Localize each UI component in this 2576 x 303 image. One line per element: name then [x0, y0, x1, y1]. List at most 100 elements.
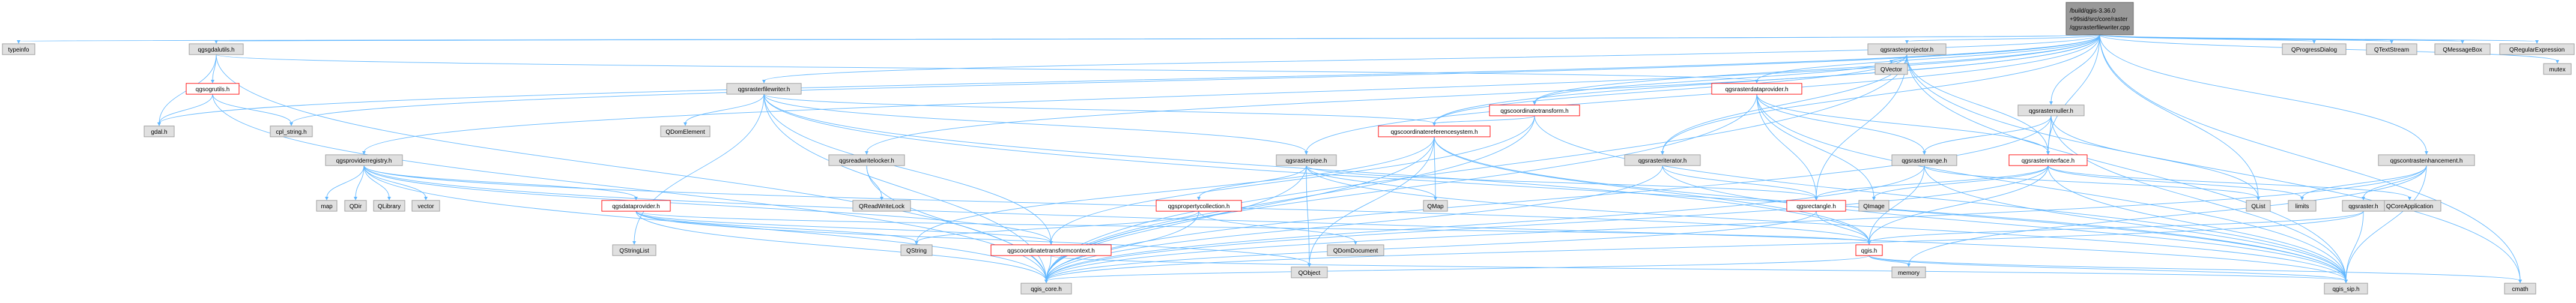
- arrowhead-qgsrasterprojector-to-qgscoordinatereferencesystem: [1432, 122, 1436, 126]
- node-label: QDomElement: [665, 129, 705, 136]
- arrowhead-root-to-mutex: [2556, 60, 2559, 64]
- node-label: qgscoordinatereferencesystem.h: [1390, 129, 1477, 136]
- node-qstringlist[interactable]: QStringList: [612, 244, 656, 256]
- node-label: QList: [2251, 203, 2265, 210]
- node-qvector[interactable]: QVector: [1874, 63, 1908, 75]
- edge-qgscoordinatereferencesystem-to-qobject: [1309, 136, 1435, 265]
- node-cpl_string[interactable]: cpl_string.h: [270, 125, 313, 137]
- edge-qgsproviderregistry-to-qgscoordinatetransformcontext: [363, 165, 1052, 243]
- node-box: [1276, 154, 1337, 166]
- node-qgsogrutils[interactable]: qgsogrutils.h: [186, 83, 240, 95]
- node-box: [1156, 200, 1242, 212]
- arrowhead-qgis-to-cmath: [2518, 280, 2522, 283]
- edge-root-to-qgscontrastenhancement: [2099, 34, 2427, 153]
- node-typeinfo[interactable]: typeinfo: [2, 43, 35, 55]
- node-qgscoordinatetransformcontext[interactable]: qgscoordinatetransformcontext.h: [990, 244, 1112, 256]
- arrowhead-root-to-qgsreadwritelocker: [865, 151, 868, 155]
- node-qgsrasterrange[interactable]: qgsrasterrange.h: [1891, 154, 1957, 166]
- node-label: qgsrasterdataprovider.h: [1725, 86, 1788, 93]
- node-gdal[interactable]: gdal.h: [144, 125, 175, 137]
- node-qstring[interactable]: QString: [900, 244, 933, 256]
- node-qprogressdialog[interactable]: QProgressDialog: [2282, 43, 2347, 55]
- arrowhead-qgspropertycollection-to-qdomdocument: [1354, 241, 1357, 245]
- node-label: QMap: [1427, 203, 1444, 210]
- node-mutex[interactable]: mutex: [2543, 63, 2572, 75]
- node-map[interactable]: map: [316, 200, 338, 212]
- node-qgspropertycollection[interactable]: qgspropertycollection.h: [1156, 200, 1242, 212]
- arrowhead-qgscontrastenhancement-to-limits: [2300, 197, 2304, 200]
- node-qgsrasterinterface[interactable]: qgsrasterinterface.h: [2008, 154, 2088, 166]
- edge-root-to-qregularexpression: [2099, 34, 2538, 42]
- edge-qgsrasterfilewriter-to-qgsrasterpipe: [763, 94, 1307, 153]
- node-qimage[interactable]: QImage: [1858, 200, 1890, 212]
- node-qgsrasterfilewriter[interactable]: qgsrasterfilewriter.h: [726, 83, 802, 95]
- arrowhead-qgsrasternuller-to-qgsrasterrange: [1923, 151, 1926, 155]
- node-qgsrasterpipe[interactable]: qgsrasterpipe.h: [1276, 154, 1337, 166]
- node-qgscoordinatetransform[interactable]: qgscoordinatetransform.h: [1489, 104, 1580, 116]
- node-qgsraster[interactable]: qgsraster.h: [2342, 200, 2385, 212]
- node-label: qgsraster.h: [2348, 203, 2378, 210]
- node-qgsrasterprojector[interactable]: qgsrasterprojector.h: [1867, 43, 1947, 55]
- node-qgsgdalutils[interactable]: qgsgdalutils.h: [189, 43, 244, 55]
- node-qlist[interactable]: QList: [2246, 200, 2271, 212]
- node-box: [2434, 43, 2491, 55]
- edge-qgscoordinatereferencesystem-to-qmap: [1434, 136, 1436, 199]
- node-box: [1867, 43, 1947, 55]
- node-label: mutex: [2549, 67, 2565, 73]
- node-box: [2378, 154, 2475, 166]
- edge-qgsrasterfilewriter-to-qgscoordinatereferencesystem: [763, 94, 1435, 124]
- node-qtextstream[interactable]: QTextStream: [2366, 43, 2417, 55]
- edge-qgsrasteriterator-to-qgis_core: [1046, 165, 1663, 281]
- node-label: QStringList: [619, 248, 649, 254]
- node-box: [1874, 63, 1908, 75]
- edge-qgsrasterprojector-to-qgis_core: [1046, 54, 1908, 281]
- arrowhead-qgsrasternuller-to-qlist: [2256, 197, 2260, 200]
- node-qgsrectangle[interactable]: qgsrectangle.h: [1786, 200, 1846, 212]
- node-qgscontrastenhancement[interactable]: qgscontrastenhancement.h: [2378, 154, 2475, 166]
- node-qgsrasterdataprovider[interactable]: qgsrasterdataprovider.h: [1711, 83, 1802, 95]
- node-box: [2, 43, 35, 55]
- node-cmath[interactable]: cmath: [2504, 283, 2536, 295]
- edge-qgsrectangle-to-qgis_core: [1046, 211, 1817, 281]
- edge-qgsproviderregistry-to-qgis: [363, 165, 1870, 243]
- node-vector[interactable]: vector: [411, 200, 440, 212]
- node-qmessagebox[interactable]: QMessageBox: [2434, 43, 2491, 55]
- node-qgsrasternuller[interactable]: qgsrasternuller.h: [2017, 104, 2085, 116]
- node-label: gdal.h: [151, 129, 167, 136]
- edge-qgsproviderregistry-to-qgsdataprovider: [363, 165, 637, 199]
- node-qgsdataprovider[interactable]: qgsdataprovider.h: [601, 200, 671, 212]
- edge-qgsproviderregistry-to-map: [326, 165, 365, 199]
- edge-root-to-typeinfo: [18, 34, 2100, 42]
- node-qdomdocument[interactable]: QDomDocument: [1327, 244, 1384, 256]
- node-label: QRegularExpression: [2509, 47, 2565, 53]
- edge-qgsogrutils-to-cpl_string: [212, 94, 292, 124]
- node-qlibrary[interactable]: QLibrary: [373, 200, 405, 212]
- node-qgis[interactable]: qgis.h: [1855, 244, 1883, 256]
- edge-root-to-qgsrasterfilewriter: [763, 34, 2100, 82]
- node-qgis_sip[interactable]: qgis_sip.h: [2324, 283, 2368, 295]
- edge-qgsrasterprojector-to-qgsrasteriterator: [1662, 54, 1908, 153]
- node-qdir[interactable]: QDir: [344, 200, 367, 212]
- node-qgis_core[interactable]: qgis_core.h: [1020, 283, 1072, 295]
- node-qregularexpression[interactable]: QRegularExpression: [2499, 43, 2575, 55]
- node-qobject[interactable]: QObject: [1291, 266, 1328, 278]
- node-qcoreapplication[interactable]: QCoreApplication: [2378, 200, 2441, 212]
- node-qdomelement[interactable]: QDomElement: [660, 125, 711, 137]
- node-qgsproviderregistry[interactable]: qgsproviderregistry.h: [325, 154, 403, 166]
- node-label: qgsrasterfilewriter.h: [738, 86, 790, 93]
- node-qreadwritelock[interactable]: QReadWriteLock: [852, 200, 911, 212]
- arrowhead-qgsrectangle-to-qgis_core: [1044, 280, 1048, 283]
- arrowhead-qgsgdalutils-to-qgsrasterdataprovider: [1755, 80, 1759, 83]
- node-qgscoordinatereferencesystem[interactable]: qgscoordinatereferencesystem.h: [1378, 125, 1491, 137]
- node-memory[interactable]: memory: [1891, 266, 1926, 278]
- node-qmap[interactable]: QMap: [1423, 200, 1448, 212]
- node-box: [1858, 200, 1890, 212]
- node-qgsrasteriterator[interactable]: qgsrasteriterator.h: [1624, 154, 1701, 166]
- node-qgsreadwritelocker[interactable]: qgsreadwritelocker.h: [828, 154, 905, 166]
- edge-qgsdataprovider-to-qgis_core: [635, 211, 1047, 281]
- edges-layer: [17, 34, 2559, 283]
- node-limits[interactable]: limits: [2288, 200, 2317, 212]
- edge-qgis-to-qgis_core: [1046, 255, 1870, 281]
- node-label: qgscoordinatetransformcontext.h: [1007, 248, 1095, 254]
- edge-qgsgdalutils-to-qgsrasterdataprovider: [216, 54, 1757, 82]
